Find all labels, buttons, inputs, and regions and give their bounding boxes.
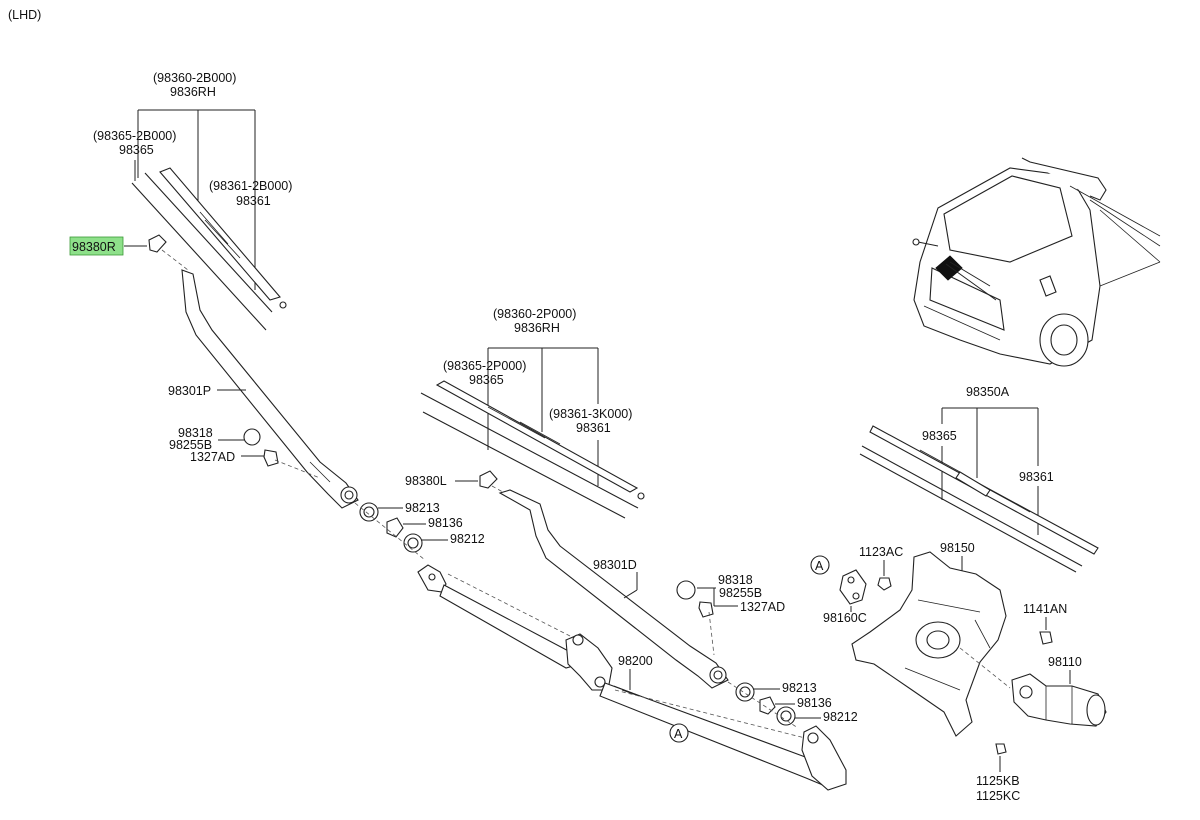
arm-98301p-drawing [181, 269, 359, 509]
ref-a-circle-1 [669, 723, 689, 743]
blade-98350a-drawing [859, 425, 1099, 573]
callout-98301d[interactable]: 98301D [593, 558, 637, 572]
callout-98255b-b[interactable]: 98255B [719, 586, 762, 600]
callout-98160c[interactable]: 98160C [823, 611, 867, 625]
blade-1-drawing [131, 167, 287, 331]
variant-label: (LHD) [8, 8, 41, 22]
bolt-1125kb-part [995, 743, 1007, 755]
callout-9836rh-2[interactable]: 9836RH [514, 321, 560, 335]
callout-98361-1[interactable]: 98361 [236, 194, 271, 208]
washer-stack-a [354, 502, 426, 561]
washer-stack-b [727, 681, 799, 729]
callout-1125kc[interactable]: 1125KC [976, 789, 1020, 803]
callout-98150[interactable]: 98150 [940, 541, 975, 555]
bracket-98150-drawing [851, 551, 1007, 737]
callout-98365-1[interactable]: 98365 [119, 143, 154, 157]
callout-spring-2b000[interactable]: (98361-2B000) [209, 179, 292, 193]
callout-98213-b[interactable]: 98213 [782, 681, 817, 695]
callout-1327ad-b[interactable]: 1327AD [740, 600, 785, 614]
callout-98380l[interactable]: 98380L [405, 474, 447, 488]
bolt-1123ac-part [877, 577, 892, 591]
nut-1327ad-b-part [698, 601, 714, 618]
callout-98213-a[interactable]: 98213 [405, 501, 440, 515]
truck-location-illustration [912, 157, 1161, 367]
callout-98361-a[interactable]: 98361 [1019, 470, 1054, 484]
bolt-1141an-part [1039, 631, 1053, 645]
cap-98380l-part [479, 470, 498, 489]
callout-98318-b[interactable]: 98318 [718, 573, 753, 587]
callout-1141an[interactable]: 1141AN [1023, 602, 1067, 616]
callout-98212-a[interactable]: 98212 [450, 532, 485, 546]
cap-98380r-callout[interactable]: 98380R [69, 234, 189, 271]
callout-1123ac[interactable]: 1123AC [859, 545, 903, 559]
callout-refill-2p000[interactable]: (98365-2P000) [443, 359, 526, 373]
callout-98380r[interactable]: 98380R [72, 240, 116, 254]
cap-98318-b-part [676, 580, 696, 600]
callout-group-98350a: 98350A 98365 98361 [922, 385, 1054, 535]
arm-98301d-drawing [498, 489, 729, 689]
ref-a-circle-2 [810, 555, 830, 575]
callout-98350a[interactable]: 98350A [966, 385, 1010, 399]
ref-a-label-2[interactable]: A [815, 559, 824, 573]
linkage-98200-drawing [417, 564, 847, 791]
callout-98212-b[interactable]: 98212 [823, 710, 858, 724]
nut-1327ad-a-part [263, 449, 279, 467]
cap-98318-a-part [243, 428, 261, 446]
callout-9836rh-1[interactable]: 9836RH [170, 85, 216, 99]
callout-blade-assy-2p000[interactable]: (98360-2P000) [493, 307, 576, 321]
callout-98365-a[interactable]: 98365 [922, 429, 957, 443]
cap-98380r-part [148, 234, 167, 253]
callout-spring-3k000[interactable]: (98361-3K000) [549, 407, 632, 421]
ref-a-label-1[interactable]: A [674, 727, 683, 741]
callout-98136-a[interactable]: 98136 [428, 516, 463, 530]
callout-group-rh-blade-2: (98360-2P000) 9836RH (98365-2P000) 98365… [443, 307, 632, 486]
callout-1125kb[interactable]: 1125KB [976, 774, 1020, 788]
blade-2-drawing [420, 380, 645, 519]
callout-98110[interactable]: 98110 [1048, 655, 1082, 669]
callout-1327ad-a[interactable]: 1327AD [190, 450, 235, 464]
callout-98361-2[interactable]: 98361 [576, 421, 611, 435]
callout-98200[interactable]: 98200 [618, 654, 653, 668]
motor-98110-drawing [959, 647, 1107, 727]
callout-group-rh-blade-1: (98360-2B000) 9836RH (98365-2B000) 98365… [93, 71, 292, 290]
bush-98160c-part [839, 569, 867, 605]
callout-refill-2b000[interactable]: (98365-2B000) [93, 129, 176, 143]
callout-98301p[interactable]: 98301P [168, 384, 211, 398]
callout-98136-b[interactable]: 98136 [797, 696, 832, 710]
callout-blade-assy-2b000[interactable]: (98360-2B000) [153, 71, 236, 85]
callout-98318-a[interactable]: 98318 [178, 426, 213, 440]
callout-98365-2[interactable]: 98365 [469, 373, 504, 387]
callout-98255b-a[interactable]: 98255B [169, 438, 212, 452]
highlight-box [69, 236, 124, 256]
